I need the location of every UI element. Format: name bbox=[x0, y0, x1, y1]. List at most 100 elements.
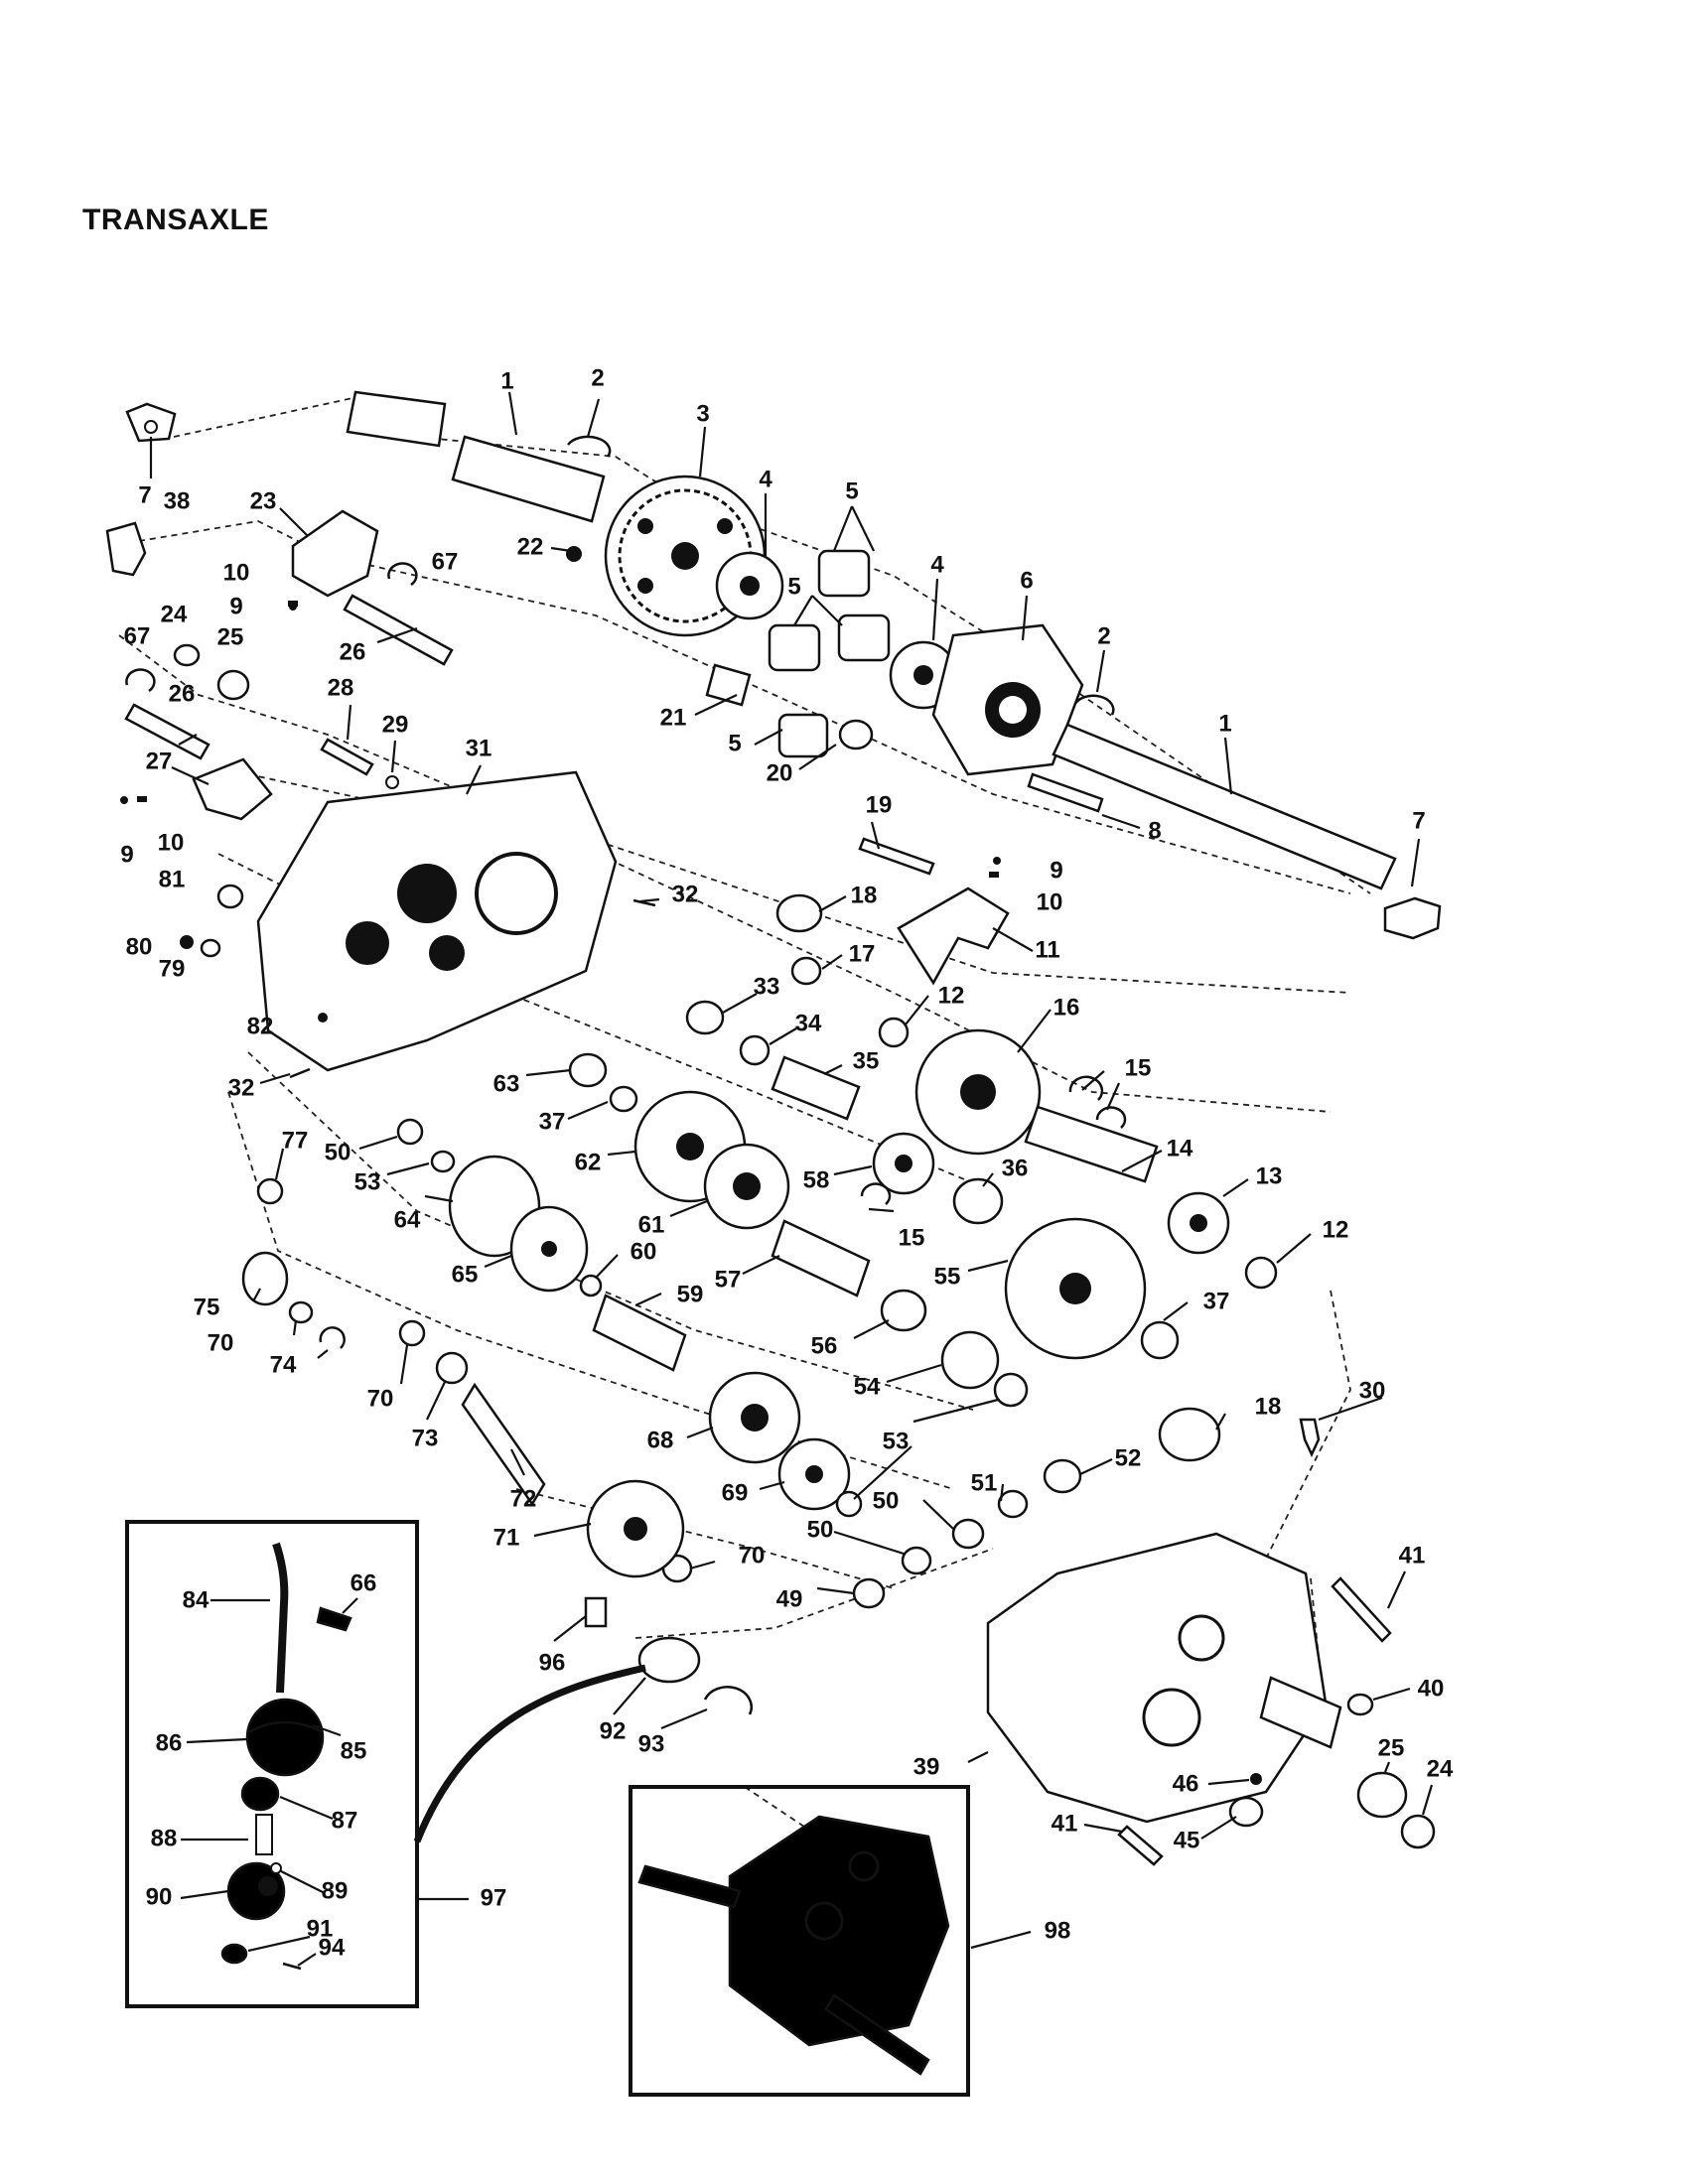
callout-73: 73 bbox=[412, 1425, 439, 1451]
callout-9-c: 9 bbox=[1050, 857, 1062, 884]
callout-7-b: 7 bbox=[1412, 807, 1425, 834]
part-88-spring bbox=[255, 1814, 273, 1855]
callout-98: 98 bbox=[1045, 1917, 1071, 1944]
part-5-pinion-c bbox=[837, 614, 891, 662]
callout-8: 8 bbox=[1148, 817, 1161, 844]
callout-86: 86 bbox=[156, 1729, 183, 1756]
callout-82: 82 bbox=[247, 1013, 274, 1039]
callout-69: 69 bbox=[722, 1479, 749, 1506]
part-53-washer-b bbox=[430, 1150, 456, 1173]
callout-72: 72 bbox=[510, 1485, 537, 1512]
callout-41: 41 bbox=[1399, 1542, 1426, 1569]
callout-14: 14 bbox=[1167, 1135, 1193, 1161]
part-46-plug bbox=[1250, 1773, 1262, 1785]
callout-labels: 7 38 1 2 3 4 5 5 4 6 2 1 7 8 22 21 5 20 … bbox=[120, 364, 1454, 1961]
part-70-washer-a bbox=[288, 1300, 314, 1324]
part-26-shaft-b bbox=[124, 703, 210, 760]
callout-79: 79 bbox=[159, 955, 186, 982]
part-12-washer-a bbox=[878, 1017, 910, 1048]
part-35-shaft bbox=[771, 1055, 861, 1121]
callout-1: 1 bbox=[500, 367, 513, 394]
callout-50-b: 50 bbox=[873, 1487, 900, 1514]
callout-80: 80 bbox=[126, 933, 153, 960]
part-36-bushing bbox=[952, 1177, 1004, 1225]
callout-37-b: 37 bbox=[1203, 1288, 1230, 1314]
callout-81: 81 bbox=[159, 866, 186, 892]
callout-46: 46 bbox=[1173, 1770, 1199, 1797]
part-34-washer bbox=[739, 1034, 771, 1066]
callout-50: 50 bbox=[325, 1139, 351, 1165]
part-25-bushing-b bbox=[1356, 1771, 1408, 1819]
callout-3: 3 bbox=[696, 400, 709, 427]
callout-74: 74 bbox=[270, 1351, 297, 1378]
part-41-bolt-b bbox=[1117, 1825, 1164, 1866]
callout-40: 40 bbox=[1418, 1675, 1445, 1702]
part-24-ring bbox=[173, 643, 201, 667]
callout-31: 31 bbox=[466, 735, 492, 761]
callout-56: 56 bbox=[811, 1332, 838, 1359]
callout-88: 88 bbox=[151, 1825, 178, 1851]
callout-2: 2 bbox=[591, 364, 604, 391]
part-50-bushing-b bbox=[951, 1518, 985, 1550]
callout-33: 33 bbox=[754, 973, 780, 1000]
callout-92: 92 bbox=[600, 1717, 627, 1744]
part-75-disc bbox=[241, 1251, 289, 1306]
part-80-nut bbox=[180, 935, 194, 949]
leader-lines bbox=[149, 391, 1434, 1967]
part-2-clip-b bbox=[1072, 694, 1115, 716]
callout-12: 12 bbox=[938, 982, 965, 1009]
callout-49: 49 bbox=[776, 1585, 803, 1612]
callout-70-c: 70 bbox=[739, 1542, 766, 1569]
part-17-bushing bbox=[790, 956, 822, 986]
part-79-washer bbox=[200, 938, 221, 958]
callout-41-b: 41 bbox=[1052, 1810, 1078, 1837]
callout-22: 22 bbox=[517, 533, 544, 560]
callout-13: 13 bbox=[1256, 1162, 1283, 1189]
callout-5: 5 bbox=[845, 478, 858, 504]
part-56-bushing bbox=[880, 1289, 927, 1332]
part-24-ring-b bbox=[1400, 1814, 1436, 1849]
part-30-vent bbox=[1299, 1418, 1321, 1457]
part-37-washer-b bbox=[1140, 1320, 1180, 1360]
part-85-ball bbox=[245, 1698, 325, 1777]
part-87-cup bbox=[240, 1776, 280, 1812]
callout-70-b: 70 bbox=[367, 1385, 394, 1412]
part-92-housing bbox=[637, 1636, 701, 1684]
part-51-bushing bbox=[997, 1489, 1029, 1519]
callout-6: 6 bbox=[1020, 567, 1033, 594]
part-19-rod bbox=[858, 837, 935, 876]
part-25-bushing bbox=[216, 669, 250, 701]
callout-16: 16 bbox=[1053, 994, 1080, 1021]
page-title: TRANSAXLE bbox=[82, 204, 269, 236]
part-7-right bbox=[1383, 896, 1442, 940]
callout-26: 26 bbox=[340, 638, 366, 665]
part-18-bushing-a bbox=[775, 893, 823, 933]
callout-85: 85 bbox=[341, 1737, 367, 1764]
part-50-bushing-a bbox=[396, 1118, 424, 1146]
part-94-pin bbox=[282, 1962, 302, 1971]
callout-17: 17 bbox=[849, 940, 876, 967]
callout-34: 34 bbox=[795, 1010, 822, 1036]
part-22-nut bbox=[566, 546, 582, 562]
callout-45: 45 bbox=[1174, 1827, 1200, 1853]
callout-90: 90 bbox=[146, 1883, 173, 1910]
part-26-shaft-a bbox=[343, 594, 454, 666]
part-60-washer bbox=[579, 1274, 603, 1297]
callout-26-b: 26 bbox=[169, 680, 196, 707]
part-5-pinion-d bbox=[777, 713, 829, 758]
part-70-washer-b bbox=[398, 1319, 426, 1347]
part-63-bushing bbox=[568, 1052, 608, 1088]
part-5-pinion-a bbox=[817, 549, 871, 598]
callout-28: 28 bbox=[328, 674, 354, 701]
callout-96: 96 bbox=[539, 1649, 566, 1676]
callout-84: 84 bbox=[183, 1586, 210, 1613]
callout-37: 37 bbox=[539, 1108, 566, 1135]
part-37-washer-a bbox=[609, 1085, 638, 1113]
part-14-shaft bbox=[1024, 1105, 1159, 1183]
part-27-fork bbox=[192, 757, 273, 821]
callout-15: 15 bbox=[1125, 1054, 1152, 1081]
callout-70: 70 bbox=[208, 1329, 234, 1356]
part-8-bolt bbox=[1027, 772, 1104, 813]
part-41-bolt-a bbox=[1331, 1576, 1392, 1643]
